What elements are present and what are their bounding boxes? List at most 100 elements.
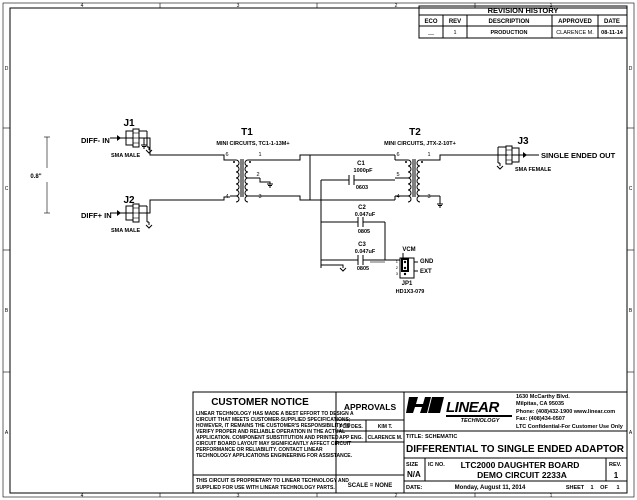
t2-pin: 1 — [427, 152, 430, 158]
title-block — [192, 391, 628, 494]
border-row-label: A — [629, 430, 633, 436]
notice-line: PERFORMANCE OR RELIABILITY. CONTACT LINE… — [196, 447, 323, 453]
icno-label: IC NO. — [428, 462, 445, 468]
c3-value: 0.047uF — [355, 249, 376, 255]
border-col-label: 4 — [81, 493, 84, 499]
c1-ref: C1 — [357, 161, 365, 167]
dimension-marker: 0.8" — [30, 136, 50, 214]
t1-pin: 2 — [256, 172, 259, 178]
input-wiring — [139, 137, 230, 214]
linear-logo-icon — [406, 397, 444, 413]
c3-ref: C3 — [358, 242, 366, 248]
jp1-gnd-label: GND — [420, 259, 434, 265]
company-address-line: LTC Confidential-For Customer Use Only — [516, 424, 624, 430]
notice-title: CUSTOMER NOTICE — [211, 397, 309, 408]
output-wiring — [430, 154, 508, 161]
t1-ref: T1 — [241, 127, 253, 138]
j2-type: SMA MALE — [111, 228, 140, 234]
notice-line: APPLICATION. COMPONENT SUBSTITUTION AND … — [196, 435, 339, 441]
rev-header-date: DATE — [604, 19, 620, 25]
rev-header-approved: APPROVED — [558, 19, 592, 25]
rev-value: 1 — [614, 471, 619, 480]
j2-ref: J2 — [123, 195, 135, 206]
scale-label: SCALE = NONE — [348, 483, 393, 489]
border-col-label: 4 — [81, 3, 84, 9]
t1-pin: 6 — [225, 152, 228, 158]
rev-cell-eco: __ — [427, 30, 435, 36]
notice-line: LINEAR TECHNOLOGY HAS MADE A BEST EFFORT… — [196, 411, 354, 417]
capacitor-c1: C1 1000pF 0603 — [348, 161, 374, 191]
notice-line: CIRCUIT THAT MEETS CUSTOMER-SUPPLIED SPE… — [196, 417, 351, 423]
j1-label: DIFF- IN — [81, 136, 110, 145]
approval-name: CLARENCE M. — [368, 435, 403, 441]
proprietary-line: SUPPLIED FOR USE WITH LINEAR TECHNOLOGY … — [196, 485, 335, 491]
rev-header-rev: REV — [449, 19, 461, 25]
border-row-label: A — [5, 430, 9, 436]
revision-history-table: REVISION HISTORY ECO REV DESCRIPTION APP… — [418, 5, 628, 39]
t1-pin: 1 — [258, 152, 261, 158]
jp1-ref: JP1 — [402, 281, 413, 287]
customer-notice: CUSTOMER NOTICE LINEAR TECHNOLOGY HAS MA… — [196, 397, 354, 491]
border-col-label: 2 — [395, 3, 398, 9]
company-address-line: Phone: (408)432-1900 www.linear.com — [516, 409, 615, 415]
j1-ref: J1 — [123, 118, 135, 129]
logo-text: LINEAR — [446, 399, 500, 416]
j3-ref: J3 — [517, 136, 529, 147]
sheet-number: 1 — [590, 485, 593, 491]
transformer-t1: T1 MINI CIRCUITS, TC1-1-13M+ 6 1 2 4 3 — [216, 127, 290, 203]
rev-cell-rev: 1 — [453, 30, 456, 36]
main-title: DIFFERENTIAL TO SINGLE ENDED ADAPTOR — [406, 444, 625, 455]
jp1-pin: 1 — [396, 259, 399, 264]
title-label: TITLE: — [406, 434, 423, 440]
border-col-label: 3 — [237, 3, 240, 9]
jp1-part: HD1X3-079 — [396, 289, 425, 295]
date-label: DATE: — [406, 485, 423, 491]
rev-cell-approved: CLARENCE M. — [556, 30, 594, 36]
j3-label: SINGLE ENDED OUT — [541, 151, 616, 160]
company-address-line: Fax: (408)434-0507 — [516, 416, 565, 422]
rev-cell-date: 08-11-14 — [601, 30, 624, 36]
date-value: Monday, August 11, 2014 — [455, 485, 526, 491]
jp1-ext-label: EXT — [420, 269, 432, 275]
border-row-label: B — [5, 308, 9, 314]
of-label: OF — [600, 485, 608, 491]
border-row-label: C — [5, 186, 9, 192]
j3-type: SMA FEMALE — [515, 167, 551, 173]
capacitor-c2: C2 0.047uF 0805 — [321, 205, 385, 235]
c1-size: 0603 — [356, 185, 368, 191]
border-col-label: 3 — [237, 493, 240, 499]
connector-j3: J3 SINGLE ENDED OUT SMA FEMALE — [496, 136, 616, 173]
logo-subtext: TECHNOLOGY — [461, 418, 501, 424]
approvals-title: APPROVALS — [344, 402, 397, 412]
rev-header-description: DESCRIPTION — [488, 19, 529, 25]
dimension-label: 0.8" — [30, 174, 41, 180]
c3-size: 0805 — [357, 266, 369, 272]
notice-line: TECHNOLOGY APPLICATIONS ENGINEERING FOR … — [196, 453, 353, 459]
j1-type: SMA MALE — [111, 153, 140, 159]
company-address-line: Milpitas, CA 95035 — [516, 401, 564, 407]
t1-pin: 3 — [258, 194, 261, 200]
t2-pin: 6 — [396, 152, 399, 158]
transformer-t2: T2 MINI CIRCUITS, JTX-2-10T+ 6 1 5 4 3 — [384, 127, 456, 208]
c2-value: 0.047uF — [355, 212, 376, 218]
rev-header-eco: ECO — [424, 19, 437, 25]
notice-line: VERIFY PROPER AND RELIABLE OPERATION IN … — [196, 429, 345, 435]
c2-size: 0805 — [358, 229, 370, 235]
jp1-pin: 3 — [396, 271, 399, 276]
t2-pin: 5 — [396, 172, 399, 178]
size-value: N/A — [407, 470, 421, 479]
c1-value: 1000pF — [354, 168, 374, 174]
c2-ref: C2 — [358, 205, 366, 211]
sheet-total: 1 — [616, 485, 619, 491]
board-title-line: LTC2000 DAUGHTER BOARD — [461, 460, 580, 470]
revision-history-title: REVISION HISTORY — [488, 6, 559, 15]
rev-label: REV. — [609, 462, 622, 468]
t2-pin: 3 — [427, 194, 430, 200]
t1-part: MINI CIRCUITS, TC1-1-13M+ — [216, 141, 289, 147]
t1-pin: 4 — [225, 194, 228, 200]
t2-pin: 4 — [396, 194, 399, 200]
jumper-jp1: VCM 1 2 3 GND EXT JP1 HD1X3-079 — [370, 247, 434, 295]
border-row-label: D — [629, 66, 633, 72]
t2-ref: T2 — [409, 127, 421, 138]
border-row-label: B — [629, 308, 633, 314]
